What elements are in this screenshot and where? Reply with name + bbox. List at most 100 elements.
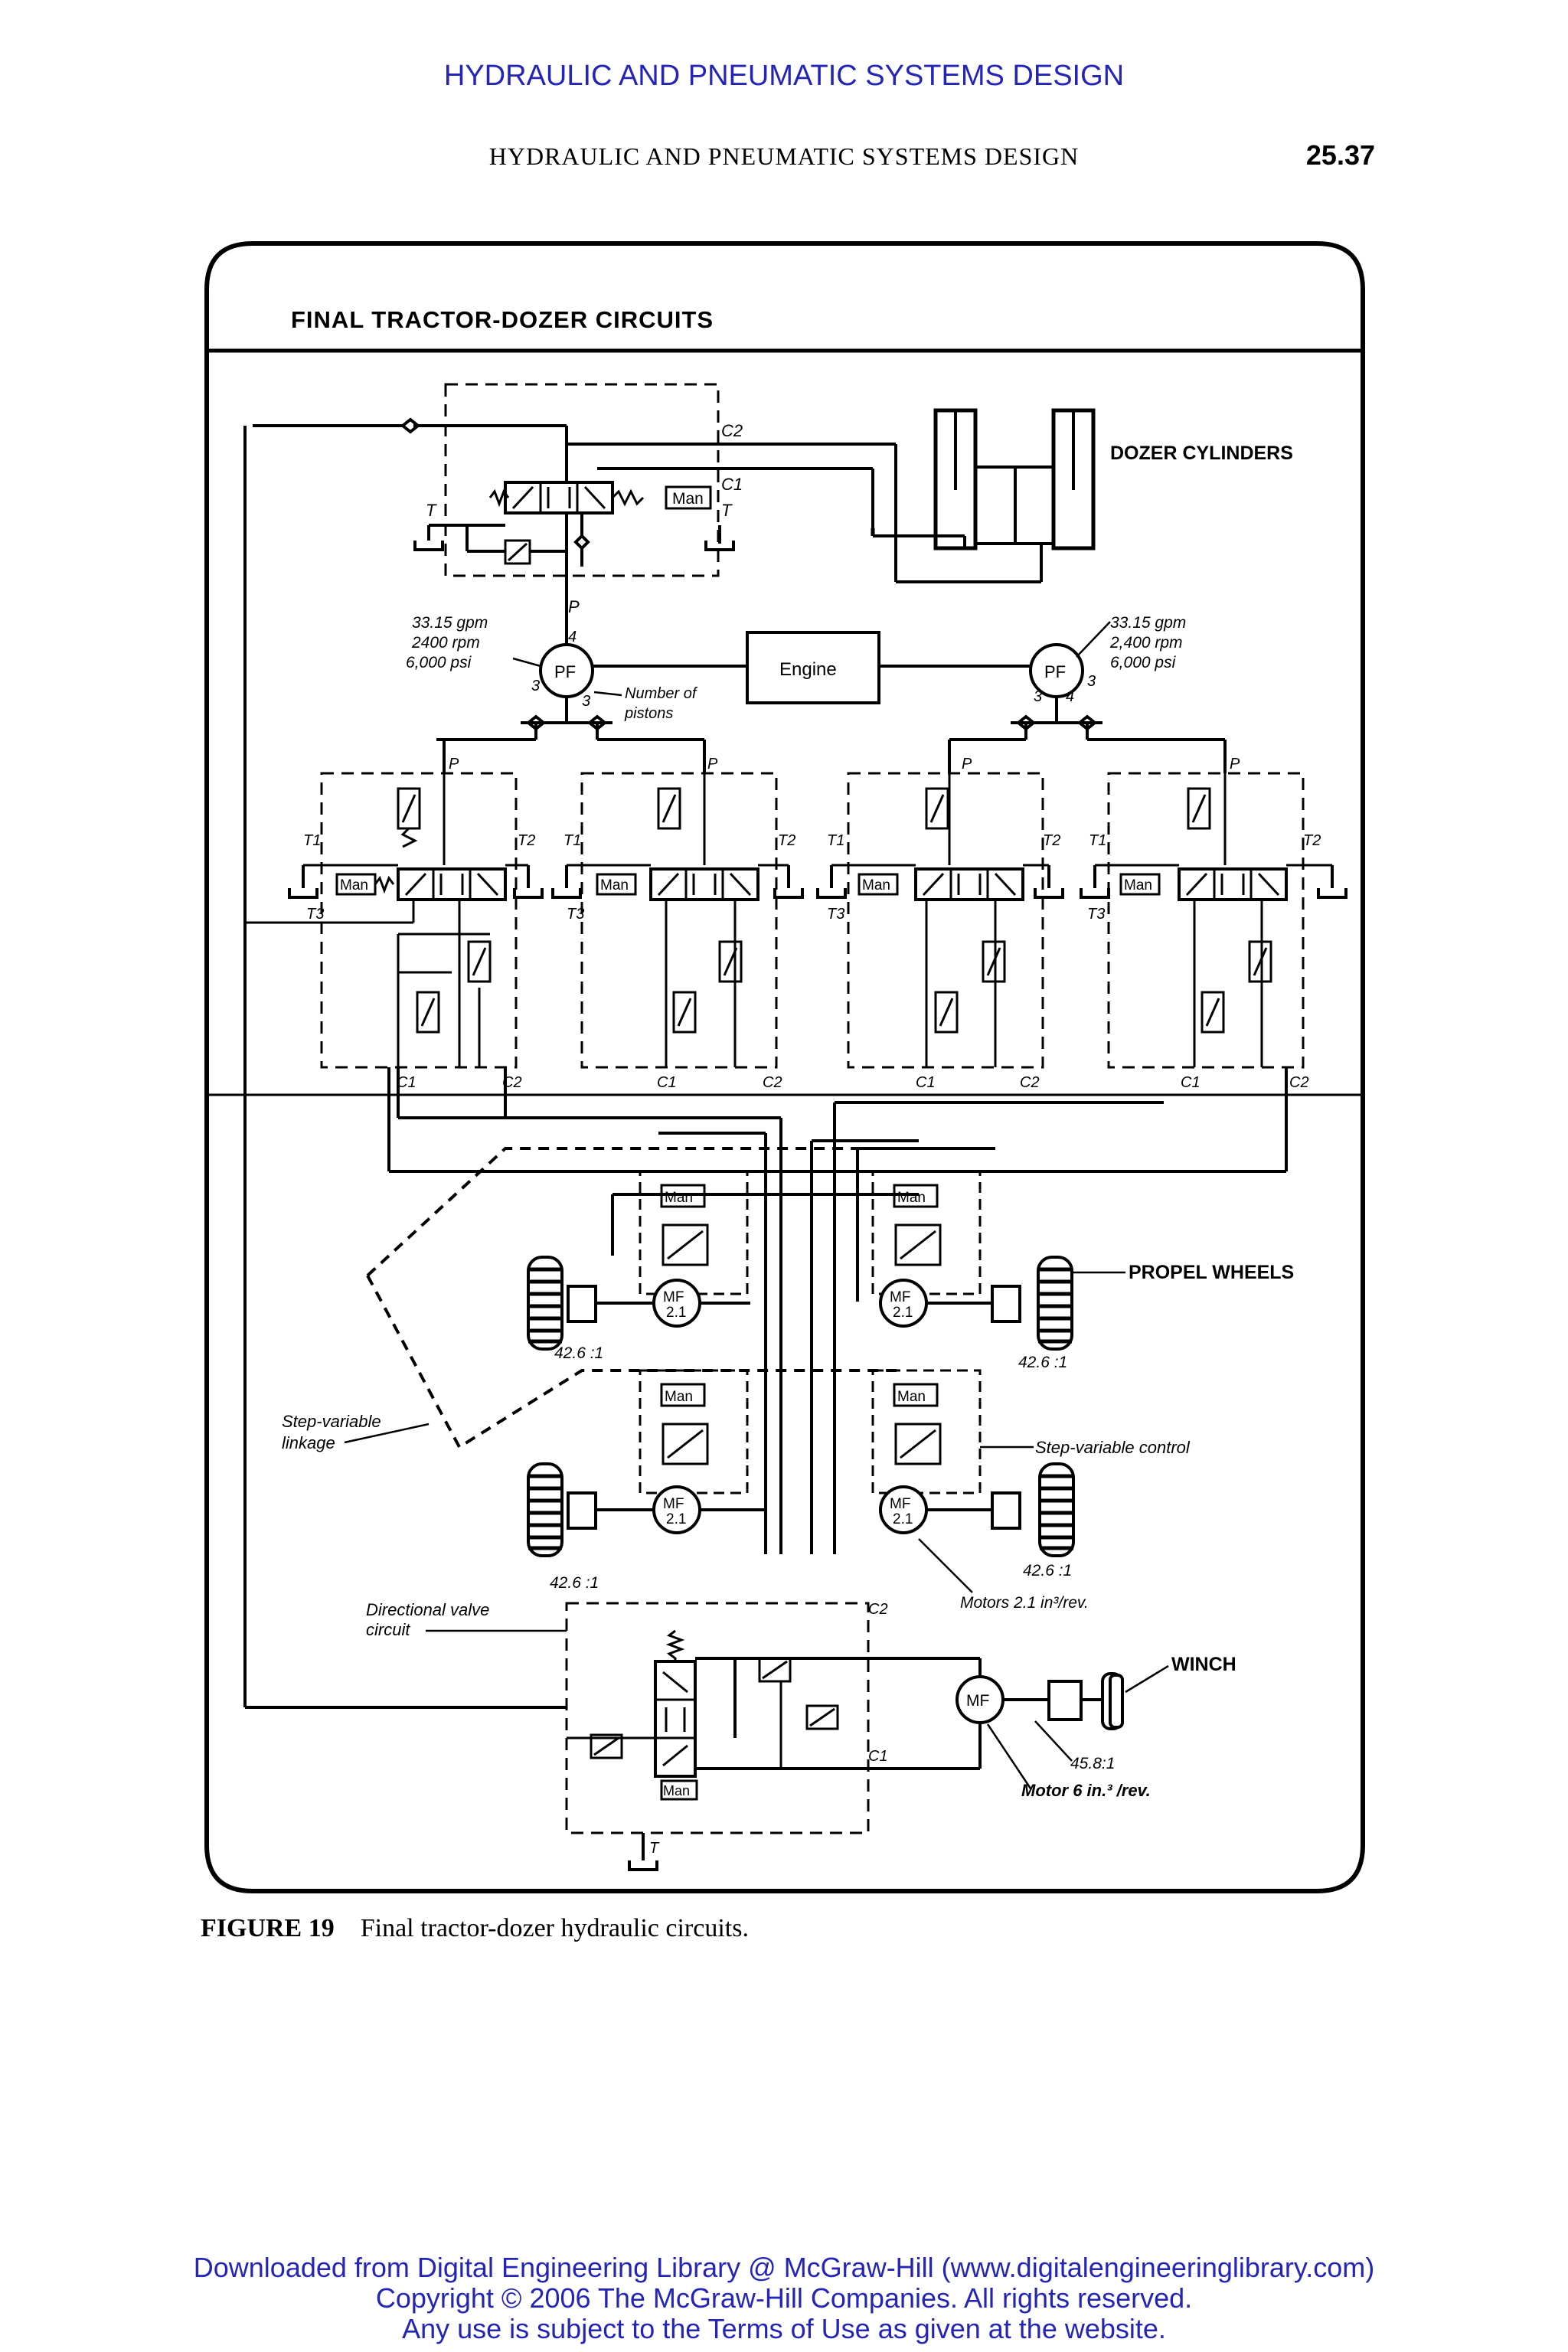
svg-text:MF: MF [663, 1496, 684, 1512]
svg-text:42.6 :1: 42.6 :1 [554, 1344, 603, 1362]
svg-text:2.1: 2.1 [893, 1305, 913, 1321]
svg-text:3: 3 [1034, 688, 1042, 705]
figure-label: FIGURE 19 [201, 1914, 335, 1942]
figure-caption: FIGURE 19 Final tractor-dozer hydraulic c… [201, 1914, 749, 1943]
svg-text:2,400 rpm: 2,400 rpm [1109, 634, 1183, 652]
svg-text:T: T [426, 501, 437, 520]
svg-text:P: P [568, 597, 580, 616]
dozer-cylinders: DOZER CYLINDERS [871, 408, 1293, 583]
svg-text:T3: T3 [306, 906, 324, 923]
control-valve-block-4: Man T1 T2 T3 P C1 C2 [1080, 756, 1348, 1091]
svg-text:4: 4 [1066, 688, 1074, 705]
svg-text:T3: T3 [567, 906, 584, 923]
svg-text:3: 3 [531, 678, 540, 694]
svg-text:MF: MF [966, 1692, 989, 1710]
svg-text:Man: Man [1124, 877, 1152, 893]
footer-line-1[interactable]: Downloaded from Digital Engineering Libr… [193, 2252, 1375, 2283]
svg-text:T1: T1 [303, 832, 321, 849]
svg-text:MF: MF [890, 1496, 910, 1512]
svg-text:4: 4 [568, 629, 577, 645]
svg-text:T1: T1 [827, 832, 844, 849]
svg-text:Man: Man [665, 1190, 693, 1206]
svg-text:P: P [449, 756, 459, 773]
svg-text:pistons: pistons [624, 705, 673, 722]
control-valve-block-2: Man T1 T2 T3 P C1 C2 [551, 756, 804, 1091]
top-link-title[interactable]: HYDRAULIC AND PNEUMATIC SYSTEMS DESIGN [443, 60, 1125, 92]
svg-text:Motors 2.1 in³/rev.: Motors 2.1 in³/rev. [960, 1594, 1089, 1612]
footer-line-2: Copyright © 2006 The McGraw-Hill Compani… [375, 2282, 1193, 2314]
svg-text:T2: T2 [1303, 832, 1321, 849]
svg-text:33.15 gpm: 33.15 gpm [412, 614, 488, 632]
svg-text:T: T [649, 1840, 660, 1857]
svg-text:2.1: 2.1 [666, 1511, 686, 1527]
control-valve-block-3: Man T1 T2 T3 P C1 C2 [816, 756, 1064, 1091]
svg-text:MF: MF [890, 1289, 910, 1305]
svg-text:Man: Man [340, 877, 368, 893]
svg-text:T2: T2 [778, 832, 795, 849]
svg-text:C1: C1 [916, 1074, 936, 1091]
svg-text:Man: Man [600, 877, 629, 893]
svg-text:3: 3 [1087, 673, 1096, 690]
svg-text:42.6 :1: 42.6 :1 [550, 1574, 599, 1592]
winch-motor: MF WINCH 45.8:1 Motor 6 in.³ /rev. [956, 1654, 1236, 1800]
svg-text:2.1: 2.1 [893, 1511, 913, 1527]
svg-text:Directional valve: Directional valve [366, 1600, 489, 1619]
svg-text:Man: Man [862, 877, 890, 893]
svg-text:Man: Man [897, 1190, 926, 1206]
svg-text:6,000 psi: 6,000 psi [406, 654, 472, 671]
svg-text:T: T [721, 501, 733, 520]
svg-text:6,000 psi: 6,000 psi [1110, 654, 1177, 671]
manifold-lines [207, 426, 1363, 1709]
svg-text:T1: T1 [564, 832, 581, 849]
svg-text:C2: C2 [1289, 1074, 1309, 1091]
svg-text:P: P [1230, 756, 1240, 773]
running-head: HYDRAULIC AND PNEUMATIC SYSTEMS DESIGN [488, 142, 1080, 170]
dozer-valve-section: Man C2 C1 T T P 4 [253, 383, 897, 674]
svg-text:C1: C1 [721, 475, 743, 494]
winch-label: WINCH [1171, 1654, 1236, 1675]
svg-text:MF: MF [663, 1289, 684, 1305]
svg-text:T2: T2 [518, 832, 535, 849]
svg-text:C2: C2 [1020, 1074, 1040, 1091]
svg-text:Step-variable control: Step-variable control [1035, 1438, 1191, 1457]
figure-frame [204, 241, 1365, 1893]
svg-text:Man: Man [665, 1389, 693, 1405]
svg-text:P: P [962, 756, 972, 773]
svg-text:P: P [707, 756, 718, 773]
svg-text:C2: C2 [721, 421, 743, 440]
svg-text:C1: C1 [397, 1074, 416, 1091]
caption-text: Final tractor-dozer hydraulic circuits. [360, 1914, 749, 1942]
svg-text:Man: Man [897, 1389, 926, 1405]
winch-directional-valve-circuit: Man C2 C1 T [565, 1601, 982, 1871]
svg-text:42.6 :1: 42.6 :1 [1023, 1562, 1072, 1579]
motor-unit-2: Man MF 2.1 PROPEL WHEELS 42.6 :1 [871, 1170, 1294, 1371]
svg-text:T3: T3 [1087, 906, 1105, 923]
svg-text:C2: C2 [502, 1074, 522, 1091]
footer-line-3: Any use is subject to the Terms of Use a… [402, 2313, 1166, 2344]
motor-unit-1: Man MF 2.1 42.6 :1 [528, 1170, 750, 1362]
svg-text:T3: T3 [827, 906, 844, 923]
svg-text:33.15 gpm: 33.15 gpm [1110, 614, 1186, 632]
svg-text:T1: T1 [1089, 832, 1106, 849]
svg-text:PF: PF [554, 662, 576, 681]
svg-text:2400 rpm: 2400 rpm [411, 634, 480, 652]
footer-notice[interactable]: Downloaded from Digital Engineering Libr… [0, 2252, 1568, 2344]
svg-text:C2: C2 [763, 1074, 782, 1091]
engine-box [746, 631, 880, 704]
svg-text:Man: Man [672, 490, 704, 508]
svg-text:3: 3 [582, 693, 590, 710]
svg-text:Step-variable: Step-variable [282, 1412, 381, 1431]
svg-text:C1: C1 [657, 1074, 677, 1091]
svg-text:C1: C1 [868, 1748, 888, 1765]
control-valve-block-1: Man T1 T2 T3 P C1 C2 [245, 756, 544, 1091]
svg-text:Man: Man [663, 1783, 690, 1798]
pump-engine-section: PF PF Engine 33.15 gpm 2400 rpm 6,000 ps… [406, 614, 1227, 773]
motor-unit-3: Man MF 2.1 42.6 :1 [528, 1369, 766, 1592]
dozer-cylinders-label: DOZER CYLINDERS [1110, 443, 1293, 464]
svg-text:PF: PF [1044, 662, 1066, 681]
engine-label: Engine [779, 659, 837, 680]
motor-unit-4: Man MF 2.1 Step-variable control 42.6 :1… [871, 1369, 1191, 1612]
svg-text:42.6 :1: 42.6 :1 [1018, 1354, 1067, 1371]
figure-box-title: FINAL TRACTOR-DOZER CIRCUITS [291, 306, 714, 333]
